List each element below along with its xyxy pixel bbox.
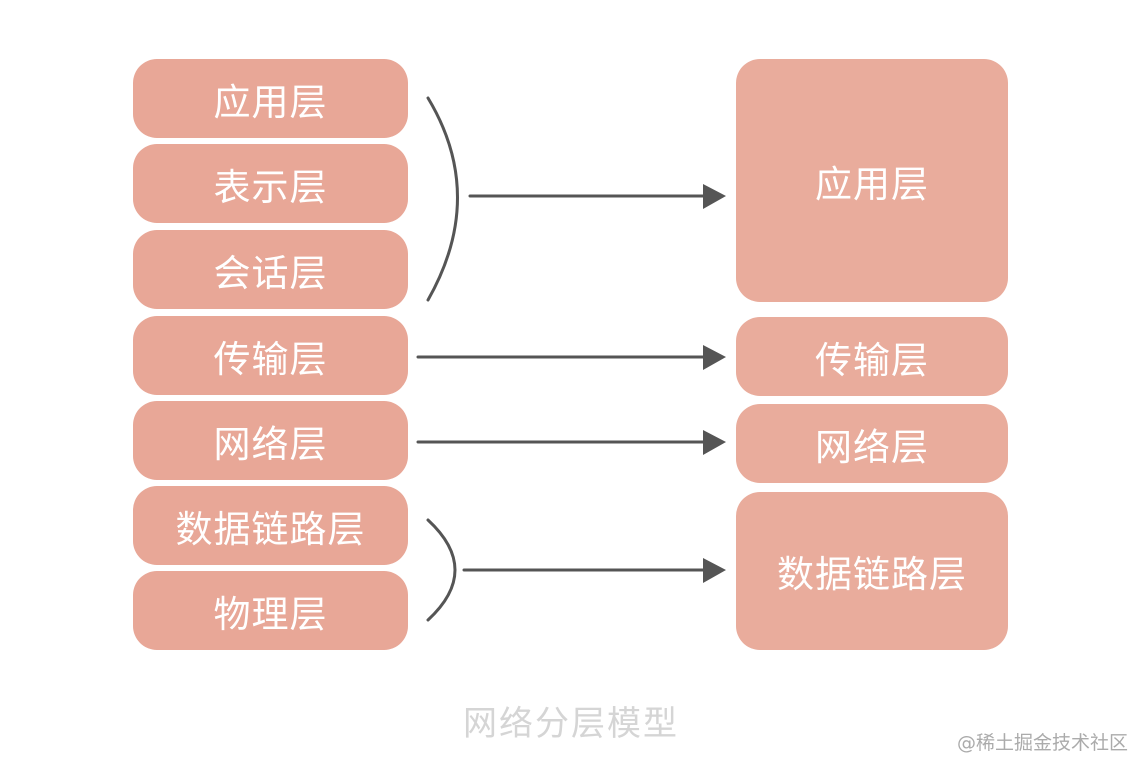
arrow-head-transport — [703, 345, 726, 370]
tcpip-layer-label: 网络层 — [815, 425, 929, 469]
tcpip-layer-transport: 传输层 — [736, 317, 1008, 396]
tcpip-layer-data-link: 数据链路层 — [736, 492, 1008, 650]
arrow-head-application — [703, 184, 726, 209]
osi-layer-label: 传输层 — [213, 337, 328, 381]
tcpip-layer-application: 应用层 — [736, 59, 1008, 302]
group-bracket-upper — [426, 96, 459, 302]
osi-layer-label: 数据链路层 — [175, 507, 366, 551]
osi-layer-data-link: 数据链路层 — [133, 486, 408, 565]
tcpip-layer-network: 网络层 — [736, 404, 1008, 483]
tcpip-layer-label: 应用层 — [815, 162, 929, 206]
watermark: @稀土掘金技术社区 — [956, 732, 1128, 754]
osi-layer-label: 物理层 — [213, 592, 328, 636]
osi-layer-label: 应用层 — [213, 80, 328, 124]
osi-layer-label: 表示层 — [213, 165, 328, 209]
group-bracket-lower — [426, 518, 457, 622]
osi-layer-label: 网络层 — [213, 422, 328, 466]
osi-layer-application: 应用层 — [133, 59, 408, 138]
osi-layer-physical: 物理层 — [133, 571, 408, 650]
osi-layer-session: 会话层 — [133, 230, 408, 309]
tcpip-layer-label: 传输层 — [815, 338, 929, 382]
osi-layer-network: 网络层 — [133, 401, 408, 480]
arrow-head-network — [703, 430, 726, 455]
diagram-caption: 网络分层模型 — [463, 704, 679, 744]
arrow-head-data-link — [703, 558, 726, 583]
tcpip-layer-label: 数据链路层 — [777, 553, 967, 596]
osi-layer-transport: 传输层 — [133, 316, 408, 395]
osi-layer-label: 会话层 — [213, 251, 328, 295]
osi-layer-presentation: 表示层 — [133, 144, 408, 223]
